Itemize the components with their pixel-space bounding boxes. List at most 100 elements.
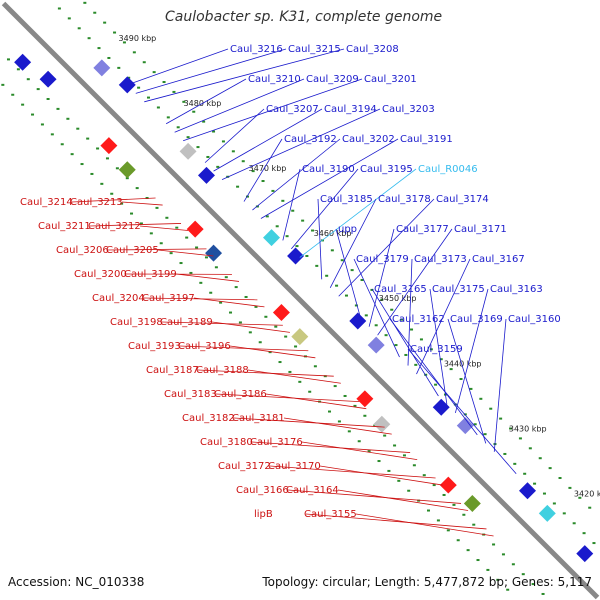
leader-line (329, 198, 377, 288)
tick-dot (291, 209, 295, 212)
tick-dot (135, 187, 139, 190)
gene-feature (186, 220, 204, 238)
tick-dot (374, 324, 378, 327)
tick-dot (393, 444, 397, 447)
leader-line (89, 223, 182, 227)
tick-dot (538, 457, 542, 460)
forward-gene-label: Caul_R0046 (418, 164, 478, 175)
tick-dot (340, 259, 344, 262)
tick-dot (407, 489, 411, 492)
tick-dot (419, 338, 423, 341)
leader-line (429, 288, 448, 405)
tick-dot (90, 172, 94, 175)
gene-feature (373, 415, 391, 433)
tick-dot (354, 304, 358, 307)
reverse-gene-label: Caul_3205 (106, 245, 159, 256)
tick-dot (192, 110, 196, 113)
tick-dot (264, 315, 268, 318)
leader-line (204, 108, 265, 163)
ruler-tick-label: 3460 kbp (314, 229, 352, 238)
reverse-gene-label: Caul_3189 (160, 317, 213, 328)
forward-gene-label: upp (338, 224, 357, 235)
gene-feature (356, 390, 374, 408)
ruler-tick-label: 3420 kbp (574, 489, 600, 498)
leader-line (252, 138, 341, 211)
tick-dot (552, 502, 556, 505)
forward-gene-label: Caul_3216 (230, 44, 283, 55)
tick-dot (60, 143, 64, 146)
tick-dot (449, 368, 453, 371)
tick-dot (328, 410, 332, 413)
tick-dot (462, 513, 466, 516)
leader-line (335, 228, 362, 319)
forward-gene-label: Caul_3177 (396, 224, 449, 235)
tick-dot (234, 286, 238, 289)
gene-feature (39, 70, 57, 88)
leader-line (139, 225, 189, 231)
tick-dot (582, 532, 586, 535)
gene-feature (456, 417, 474, 435)
tick-dot (175, 226, 179, 229)
tick-dot (36, 88, 40, 91)
gene-feature (118, 161, 136, 179)
reverse-gene-label: Caul_3211 (38, 221, 91, 232)
tick-dot (96, 147, 100, 150)
forward-gene-label: Caul_3163 (490, 284, 543, 295)
tick-dot (513, 462, 517, 465)
forward-gene-label: Caul_3191 (400, 134, 453, 145)
tick-dot (542, 492, 546, 495)
forward-gene-label: Caul_3162 (392, 314, 445, 325)
tick-dot (301, 219, 305, 222)
tick-dot (212, 130, 216, 133)
reverse-gene-label: Caul_3193 (128, 341, 181, 352)
tick-dot (105, 157, 109, 160)
gene-feature (272, 304, 290, 322)
tick-dot (325, 274, 329, 277)
tick-dot (503, 452, 507, 455)
leader-line (319, 465, 443, 486)
reverse-gene-label: Caul_3183 (164, 389, 217, 400)
leader-line (193, 297, 265, 308)
tick-dot (363, 414, 367, 417)
tick-dot (486, 568, 490, 571)
tick-dot (459, 378, 463, 381)
forward-gene-label: Caul_3169 (450, 314, 503, 325)
tick-dot (155, 206, 159, 209)
tick-dot (501, 553, 505, 556)
tick-dot (367, 450, 371, 453)
tick-dot (166, 116, 170, 119)
tick-dot (176, 126, 180, 129)
tick-dot (87, 37, 91, 40)
leader-line (368, 228, 395, 327)
tick-dot (56, 107, 60, 110)
tick-dot (308, 390, 312, 393)
tick-dot (278, 361, 282, 364)
tick-dot (410, 328, 414, 331)
tick-dot (66, 117, 70, 120)
tick-dot (130, 212, 134, 215)
tick-dot (185, 236, 189, 239)
tick-dot (70, 153, 74, 156)
leader-line (389, 318, 478, 436)
forward-gene-label: Caul_3210 (248, 74, 301, 85)
tick-dot (156, 106, 160, 109)
reverse-gene-label: Caul_3187 (146, 365, 199, 376)
tick-dot (466, 549, 470, 552)
leader-line (127, 48, 229, 86)
leader-line (337, 489, 469, 511)
tick-dot (592, 542, 596, 545)
gene-feature (463, 494, 481, 512)
tick-dot (231, 150, 235, 153)
tick-dot (241, 160, 245, 163)
leader-line (291, 168, 359, 250)
tick-dot (531, 583, 535, 586)
tick-dot (93, 11, 97, 14)
tick-dot (511, 563, 515, 566)
tick-dot (463, 413, 467, 416)
tick-dot (343, 394, 347, 397)
gene-feature (263, 229, 281, 247)
forward-gene-label: Caul_3165 (374, 284, 427, 295)
tick-dot (281, 199, 285, 202)
tick-dot (518, 437, 522, 440)
